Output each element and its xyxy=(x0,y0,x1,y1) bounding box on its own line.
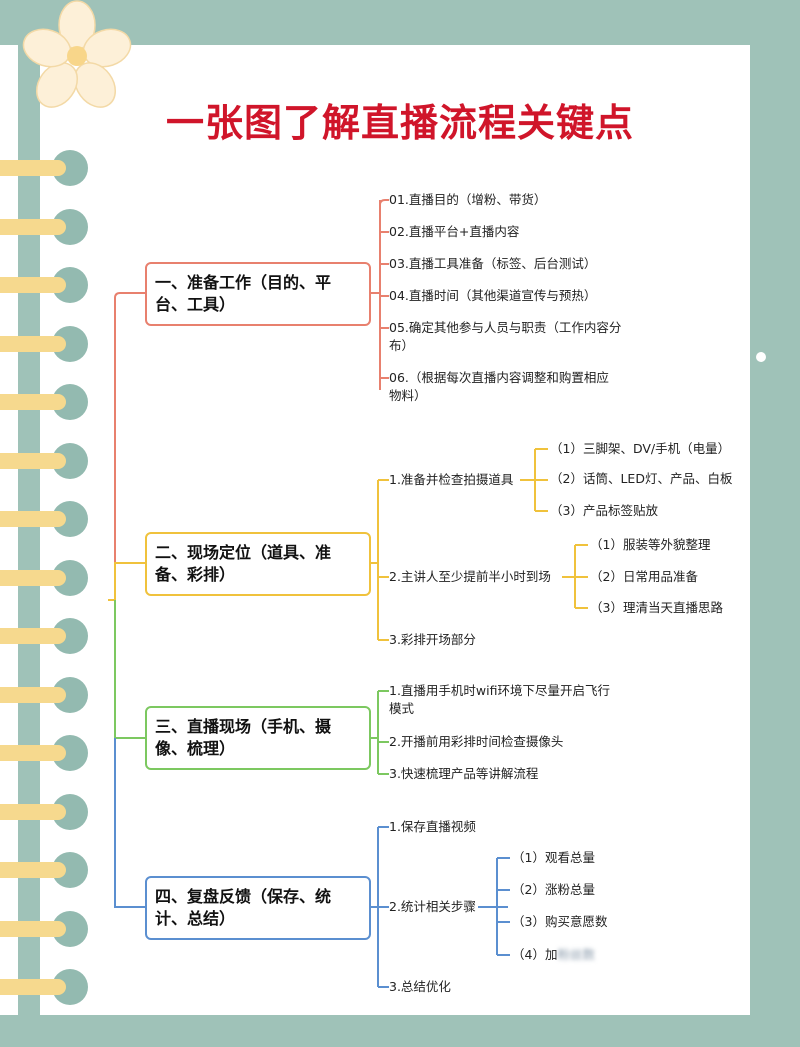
sub-item-text: （4）加 xyxy=(512,947,558,962)
branch-node-1[interactable]: 一、准备工作（目的、平台、工具） xyxy=(145,262,371,326)
list-item: 1.保存直播视频 xyxy=(389,819,476,834)
ring-binding xyxy=(0,277,66,293)
sub-item: （3）产品标签贴放 xyxy=(550,503,658,518)
sub-item: （3）购买意愿数 xyxy=(512,914,608,929)
list-item: 02.直播平台+直播内容 xyxy=(389,224,520,239)
sub-item: （1）观看总量 xyxy=(512,850,595,865)
bracket-branch4 xyxy=(367,826,389,988)
ring-binding xyxy=(0,569,66,586)
ring-binding xyxy=(0,920,66,937)
bracket-branch1 xyxy=(367,199,389,390)
trunk-branch3 xyxy=(114,600,145,739)
list-item: 03.直播工具准备（标签、后台测试） xyxy=(389,256,597,271)
bracket-sub1 xyxy=(520,448,548,512)
sub-item: （4）加粉丝数 xyxy=(512,946,595,964)
ring-binding xyxy=(0,628,66,644)
page-title: 一张图了解直播流程关键点 xyxy=(165,101,634,145)
decorative-dot xyxy=(756,352,766,362)
list-item: 2.统计相关步骤 xyxy=(389,899,476,914)
ring-binding xyxy=(0,335,66,352)
list-item: 06.（根据每次直播内容调整和购置相应物料） xyxy=(389,370,609,403)
ring-binding xyxy=(0,511,66,527)
list-item: 3.总结优化 xyxy=(389,979,451,994)
branch-node-3[interactable]: 三、直播现场（手机、摄像、梳理） xyxy=(145,706,371,770)
list-item: 3.彩排开场部分 xyxy=(389,632,476,647)
sub-item: （3）理清当天直播思路 xyxy=(590,600,723,615)
sub-item: （2）话筒、LED灯、产品、白板 xyxy=(550,471,733,486)
list-item: 01.直播目的（增粉、带货） xyxy=(389,192,547,207)
ring-binding xyxy=(0,686,66,703)
ring-binding xyxy=(0,862,66,878)
bracket-sub2 xyxy=(562,544,588,609)
blurred-text: 粉丝数 xyxy=(557,947,595,962)
trunk-branch1 xyxy=(114,292,145,600)
sub-item: （1）服装等外貌整理 xyxy=(590,537,711,552)
list-item: 1.直播用手机时wifi环境下尽量开启飞行模式 xyxy=(389,683,610,716)
ring-binding xyxy=(0,160,66,176)
ring-binding xyxy=(0,803,66,820)
list-item: 1.准备并检查拍摄道具 xyxy=(389,472,514,487)
ring-binding xyxy=(0,394,66,410)
list-item: 2.开播前用彩排时间检查摄像头 xyxy=(389,734,564,749)
flower-decoration xyxy=(22,0,132,108)
ring-binding xyxy=(0,979,66,995)
sub-item: （1）三脚架、DV/手机（电量） xyxy=(550,441,731,456)
list-item: 05.确定其他参与人员与职责（工作内容分布） xyxy=(389,320,622,353)
sub-item: （2）日常用品准备 xyxy=(590,569,698,584)
list-item: 2.主讲人至少提前半小时到场 xyxy=(389,569,551,584)
bracket-branch2 xyxy=(367,479,389,641)
list-item: 3.快速梳理产品等讲解流程 xyxy=(389,766,539,781)
bracket-sub4 xyxy=(478,857,510,956)
trunk-branch2 xyxy=(108,562,145,601)
ring-binding xyxy=(0,452,66,469)
notebook-page xyxy=(40,45,750,1015)
list-item: 04.直播时间（其他渠道宣传与预热） xyxy=(389,288,597,303)
ring-binding xyxy=(0,745,66,761)
bracket-branch3 xyxy=(367,690,389,775)
branch-node-4[interactable]: 四、复盘反馈（保存、统计、总结） xyxy=(145,876,371,940)
branch-node-2[interactable]: 二、现场定位（道具、准备、彩排） xyxy=(145,532,371,596)
trunk-branch4 xyxy=(114,738,145,908)
sub-item: （2）涨粉总量 xyxy=(512,882,595,897)
ring-binding xyxy=(0,218,66,235)
